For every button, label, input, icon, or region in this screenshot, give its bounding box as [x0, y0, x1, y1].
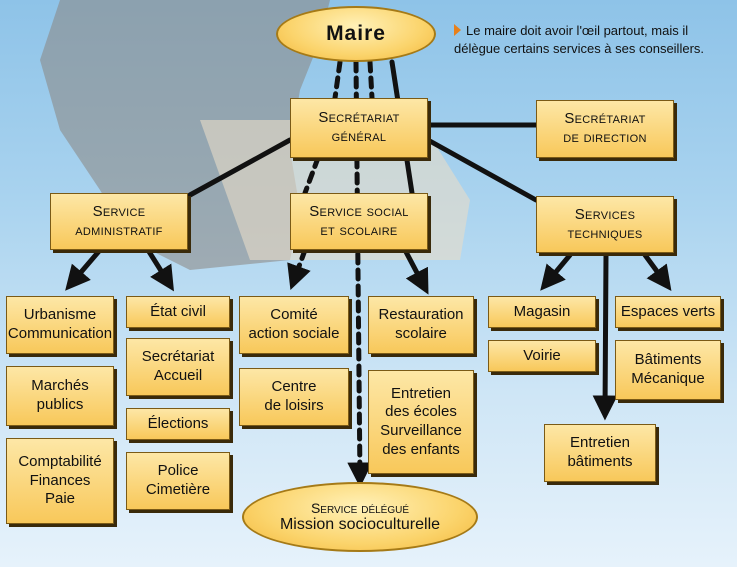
- maire-node: Maire: [276, 6, 436, 62]
- secretariat-direction-box: Secrétariat de direction: [536, 100, 674, 158]
- unit-etat-civil: État civil: [126, 296, 230, 328]
- unit-entretien-batiments: Entretien bâtiments: [544, 424, 656, 482]
- note-text: Le maire doit avoir l'œil partout, mais …: [454, 23, 705, 56]
- link-admin-urbanisme: [65, 247, 103, 291]
- unit-restauration-line2: scolaire: [395, 325, 447, 342]
- unit-centre-line1: Centre: [271, 378, 317, 396]
- unit-elections-line1: Élections: [147, 414, 209, 432]
- unit-marches-line1: Marchés: [31, 377, 89, 395]
- link-social: [302, 155, 321, 196]
- link-techniques: [425, 137, 539, 203]
- service-social-line2: et scolaire: [320, 221, 398, 239]
- services-techniques-line2: techniques: [567, 224, 643, 242]
- link-tech-magasin: [540, 252, 573, 291]
- unit-urbanisme: Urbanisme Communication: [6, 296, 114, 354]
- secretariat-general-box: Secrétariat général: [290, 98, 428, 158]
- unit-comite-line1: Comité: [270, 306, 318, 324]
- unit-voirie-line1: Voirie: [523, 346, 561, 364]
- service-delegue-node: Service délégué Mission socioculturelle: [242, 482, 478, 552]
- unit-elections: Élections: [126, 408, 230, 440]
- secretariat-direction-line1: Secrétariat: [564, 110, 646, 128]
- unit-centre-line2: de loisirs: [264, 397, 324, 414]
- unit-magasin: Magasin: [488, 296, 596, 328]
- unit-entretien-ecoles-line2: des écoles: [385, 403, 457, 421]
- unit-espaces-verts: Espaces verts: [615, 296, 721, 328]
- service-social-box: Service social et scolaire: [290, 193, 428, 250]
- note-caption: Le maire doit avoir l'œil partout, mais …: [454, 22, 730, 57]
- unit-centre: Centre de loisirs: [239, 368, 349, 426]
- secretariat-direction-line2: de direction: [563, 129, 647, 146]
- unit-comptabilite-line2: Finances: [29, 471, 91, 489]
- unit-urbanisme-line2: Communication: [7, 325, 113, 342]
- unit-secretariat-accueil-line2: Accueil: [153, 367, 203, 384]
- services-techniques-line1: Services: [574, 205, 636, 223]
- unit-marches-line2: publics: [36, 396, 84, 413]
- unit-comptabilite-line3: Paie: [44, 490, 76, 508]
- link-maire-secretariat-1: [332, 59, 343, 101]
- link-social-restauration: [402, 247, 429, 295]
- unit-entretien-ecoles-line4: des enfants: [382, 440, 460, 458]
- secretariat-general-line2: général: [331, 128, 387, 145]
- service-delegue-subtitle: Mission socioculturelle: [279, 516, 441, 533]
- secretariat-general-line1: Secrétariat: [318, 109, 400, 127]
- unit-comite: Comité action sociale: [239, 296, 349, 354]
- service-administratif-box: Service administratif: [50, 193, 188, 250]
- unit-etat-civil-line1: État civil: [150, 302, 206, 320]
- link-tech-espaces: [642, 252, 672, 292]
- unit-magasin-line1: Magasin: [513, 302, 571, 320]
- unit-police-line1: Police: [157, 462, 199, 480]
- link-admin-etatcivil: [145, 247, 174, 292]
- service-delegue-title: Service délégué: [310, 500, 410, 516]
- service-administratif-line2: administratif: [75, 221, 163, 239]
- unit-secretariat-accueil: Secrétariat Accueil: [126, 338, 230, 396]
- unit-espaces-verts-line1: Espaces verts: [620, 302, 716, 320]
- unit-police: Police Cimetière: [126, 452, 230, 510]
- unit-entretien-batiments-line1: Entretien: [569, 434, 631, 452]
- link-maire-secretariat-2: [367, 59, 375, 101]
- unit-comite-line2: action sociale: [248, 325, 340, 342]
- unit-restauration: Restauration scolaire: [368, 296, 474, 354]
- unit-restauration-line1: Restauration: [378, 306, 464, 324]
- unit-comptabilite: Comptabilité Finances Paie: [6, 438, 114, 524]
- unit-entretien-ecoles-line1: Entretien: [390, 384, 452, 402]
- link-tech-entretien: [592, 252, 618, 421]
- unit-batiments: Bâtiments Mécanique: [615, 340, 721, 400]
- unit-entretien-batiments-line2: bâtiments: [567, 453, 633, 470]
- unit-marches: Marchés publics: [6, 366, 114, 426]
- service-administratif-line1: Service: [92, 202, 146, 220]
- unit-entretien-ecoles-line3: Surveillance: [380, 422, 462, 439]
- link-social-comite: [287, 247, 311, 291]
- services-techniques-box: Services techniques: [536, 196, 674, 253]
- unit-comptabilite-line1: Comptabilité: [18, 452, 102, 470]
- maire-label: Maire: [326, 22, 386, 45]
- unit-batiments-line2: Mécanique: [631, 370, 705, 387]
- unit-secretariat-accueil-line1: Secrétariat: [141, 348, 215, 366]
- unit-entretien-ecoles: Entretien des écoles Surveillance des en…: [368, 370, 474, 474]
- triangle-bullet-icon: [454, 24, 461, 36]
- service-social-line1: Service social: [309, 202, 409, 220]
- unit-batiments-line1: Bâtiments: [634, 351, 702, 369]
- link-admin: [187, 137, 293, 198]
- unit-voirie: Voirie: [488, 340, 596, 372]
- unit-police-line2: Cimetière: [145, 481, 211, 498]
- unit-urbanisme-line1: Urbanisme: [23, 306, 97, 324]
